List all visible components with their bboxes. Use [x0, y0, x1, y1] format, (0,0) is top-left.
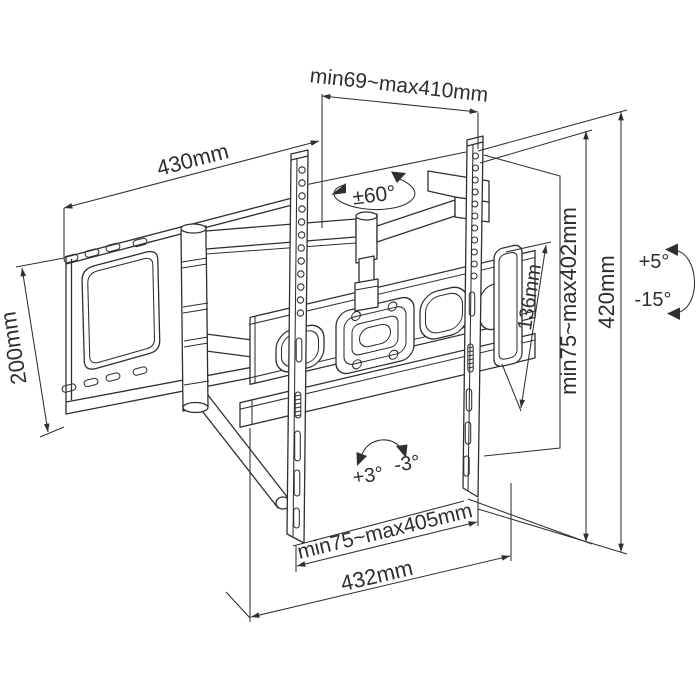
- right-vesa-rail: [462, 135, 484, 498]
- articulating-arm: [180, 218, 357, 510]
- dim-bracket-width: 432mm: [338, 555, 415, 596]
- dim-bracket-height: 420mm: [594, 255, 619, 328]
- swivel-arc: [331, 171, 416, 211]
- arm-top-strut: [376, 199, 456, 243]
- left-vesa-rail: [286, 149, 309, 544]
- angle-swivel: ±60°: [351, 181, 397, 209]
- angle-tilt-down: -15°: [635, 289, 672, 311]
- level-arc: [356, 439, 408, 466]
- dim-vesa-height-range: min75~max402mm: [556, 207, 581, 395]
- beam-center-plate: [335, 296, 415, 375]
- dim-vesa-width-range: min75~max405mm: [295, 499, 475, 564]
- dim-extension-range: min69~max410mm: [309, 64, 490, 107]
- angle-tilt-up: +5°: [639, 251, 670, 273]
- angle-level-ccw: -3°: [393, 451, 422, 476]
- dim-wall-plate-height: 200mm: [0, 310, 32, 386]
- angle-level-cw: +3°: [351, 463, 385, 489]
- tilt-arc: [665, 243, 695, 320]
